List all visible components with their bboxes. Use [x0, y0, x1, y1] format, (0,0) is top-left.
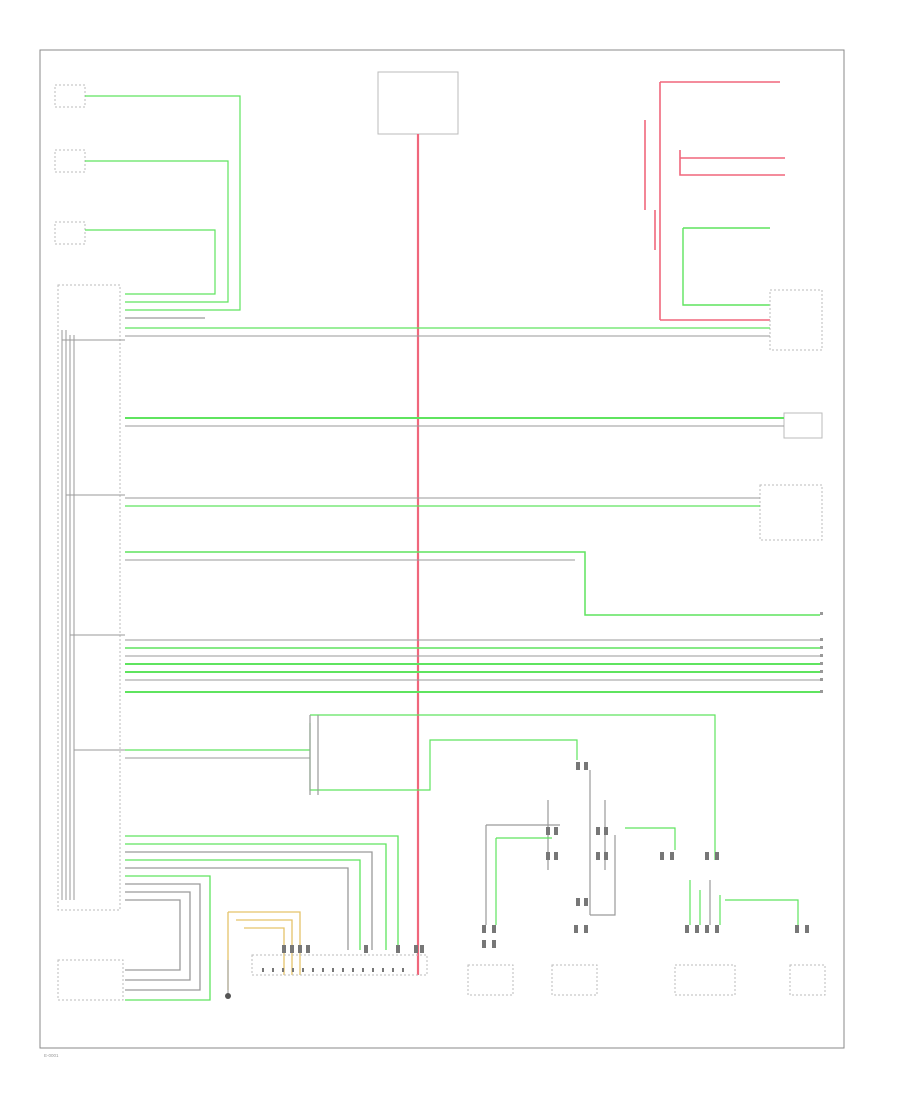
top-right-module: [769, 289, 823, 351]
right-small-module: [783, 412, 823, 439]
diagram-frame: [39, 49, 845, 1049]
top-right-green: [682, 227, 770, 306]
right-edge-terminals: [820, 612, 823, 693]
footer-label: E-0001: [44, 1053, 59, 1058]
fuse-block-top: [377, 71, 459, 135]
left-bus-verticals: [61, 330, 75, 900]
connector-pins: [262, 968, 404, 972]
mid-lower-wires: [309, 714, 799, 925]
data-buses: [125, 327, 820, 759]
left-top-components: [54, 84, 86, 245]
ground-point: [225, 993, 231, 999]
left-top-wires: [85, 95, 241, 319]
yellow-wires: [227, 911, 301, 990]
inline-connectors: [282, 762, 809, 953]
top-right-power: [644, 81, 785, 321]
lower-left-wires: [125, 835, 399, 1001]
bottom-components: [57, 959, 826, 1001]
central-connector-block: [57, 284, 121, 911]
bus-tee-lines: [62, 339, 125, 751]
right-mid-module: [759, 484, 823, 541]
diagnostic-connector: [251, 954, 428, 976]
